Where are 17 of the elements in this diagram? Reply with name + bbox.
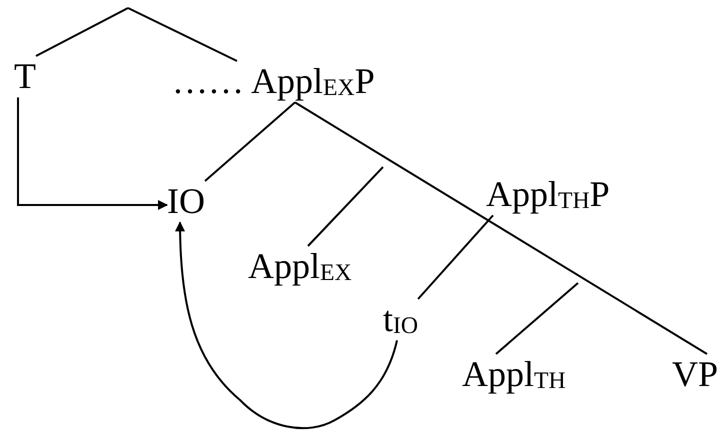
tree-node-label: Appl$_{TH}$ <box>462 354 566 396</box>
tree-branch-line <box>294 102 708 355</box>
tree-node-label: …… Appl$_{EX}$P <box>172 61 375 102</box>
tree-node-label: t$_{IO}$ <box>383 299 418 340</box>
tree-node-label: VP <box>672 354 718 396</box>
movement-arrow <box>175 221 398 430</box>
tree-node-label: Appl$_{EX}$ <box>248 246 352 288</box>
tree-branch-line <box>495 282 579 355</box>
tree-branch-line <box>204 102 296 182</box>
tree-node-label: Appl$_{TH}$P <box>486 174 610 216</box>
tree-node-label: T <box>14 56 36 98</box>
movement-arrow <box>17 97 168 210</box>
tree-branch-line <box>417 214 494 300</box>
tree-branch-line <box>307 166 384 247</box>
tree-branch-line <box>128 7 238 62</box>
tree-node-label: IO <box>167 181 205 222</box>
tree-branch-line <box>36 7 128 57</box>
